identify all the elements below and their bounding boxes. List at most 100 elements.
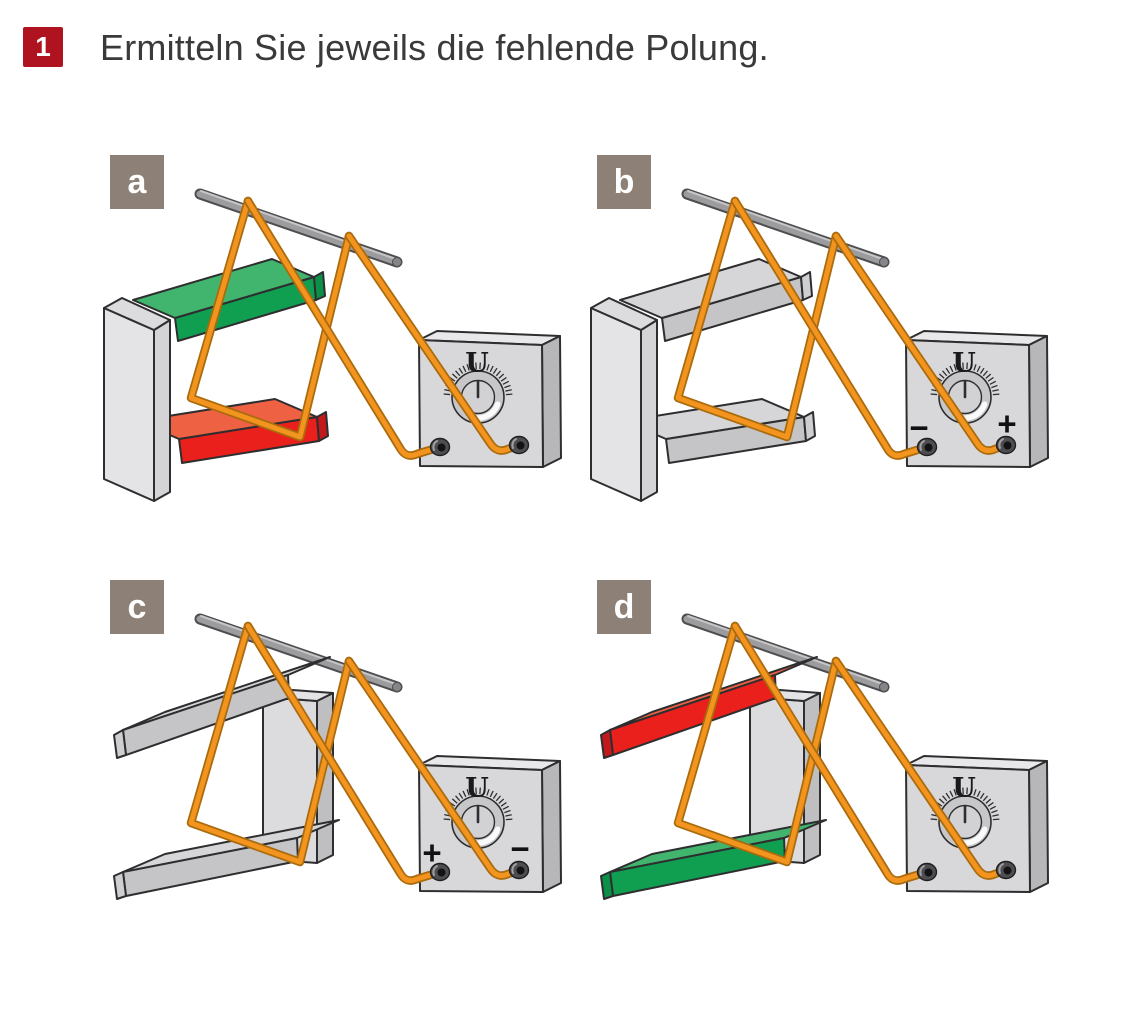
knob-tick: [489, 365, 494, 373]
rod-highlight: [687, 615, 884, 685]
left-terminal-highlight: [919, 865, 925, 876]
knob-tick: [953, 789, 957, 796]
left-terminal-highlight: [432, 440, 438, 451]
left-terminal-hole: [437, 443, 446, 452]
knob-tick: [992, 818, 1000, 821]
circuit-diagram-d: U: [600, 613, 1049, 900]
right-terminal: [995, 435, 1017, 455]
knob-tick: [976, 790, 981, 798]
right-polarity-sign: −: [510, 830, 529, 867]
wire-to-right-terminal: [346, 658, 522, 878]
circuit-diagram-c: U+−: [113, 613, 562, 900]
left-terminal-hole: [924, 868, 933, 877]
knob-tick: [985, 373, 992, 379]
horseshoe-magnet: [590, 258, 816, 502]
magnet-yoke-left-face: [103, 307, 155, 502]
right-terminal: [995, 860, 1017, 880]
knob-tick: [989, 805, 997, 810]
suspension-rod: [194, 613, 403, 693]
knob-tick: [504, 809, 511, 814]
right-terminal-highlight: [511, 863, 517, 874]
knob-tick: [486, 364, 490, 371]
left-terminal: [429, 437, 451, 457]
conductor-swing-wire: [188, 623, 352, 865]
wire-to-left-terminal: [732, 198, 930, 458]
rod-end-cap: [392, 682, 402, 692]
left-terminal-highlight: [919, 440, 925, 451]
knob-tick: [500, 801, 507, 807]
wire-to-left-terminal: [245, 623, 443, 883]
knob-tick: [930, 393, 938, 396]
knob-tick: [495, 370, 502, 377]
magnet-bottom-pole-end: [803, 411, 816, 442]
knob-tick: [505, 389, 512, 392]
suspension-rod: [681, 613, 890, 693]
power-supply: U: [905, 755, 1049, 893]
knob-tick: [976, 365, 981, 373]
rod-end-cap: [392, 257, 402, 267]
knob-tick: [969, 788, 973, 795]
knob-tick: [930, 818, 938, 821]
knob-tick: [504, 384, 511, 389]
power-supply: U+−: [418, 755, 562, 893]
knob-tick: [502, 380, 510, 385]
knob-tick: [498, 798, 505, 804]
circuit-diagram-b: U− +: [590, 188, 1049, 502]
knob-tick: [451, 798, 458, 804]
right-terminal-highlight: [998, 863, 1004, 874]
panel-label-c: c: [110, 580, 164, 634]
knob-tick: [455, 795, 461, 802]
knob-tick: [466, 789, 470, 796]
knob-tick: [945, 367, 951, 374]
conductor-swing-wire: [675, 623, 839, 865]
knob-tick: [945, 792, 951, 799]
knob-tick: [992, 814, 999, 817]
left-terminal-hole: [924, 443, 933, 452]
rod-body: [683, 190, 888, 266]
magnet-bottom-pole-end: [600, 871, 614, 900]
wire-to-right-terminal: [833, 233, 1009, 453]
rod-end-cap: [879, 257, 889, 267]
circuit-diagram-a: U: [103, 188, 562, 502]
knob-tick: [505, 814, 512, 817]
power-supply-side-face: [1028, 760, 1049, 893]
knob-tick: [992, 393, 1000, 396]
knob-tick: [953, 364, 957, 371]
knob-tick: [991, 384, 998, 389]
wire-to-right-terminal: [833, 658, 1009, 878]
knob-tick: [495, 795, 502, 802]
rod-highlight: [200, 615, 397, 685]
knob-tick: [957, 363, 961, 370]
voltage-label: U: [465, 773, 489, 804]
right-terminal-highlight: [511, 438, 517, 449]
magnet-bottom-pole-end: [113, 871, 127, 900]
magnet-bottom-pole-end: [316, 411, 329, 442]
exercise-number-badge: 1: [23, 27, 63, 67]
right-polarity-sign: +: [997, 405, 1016, 442]
knob-tick: [492, 792, 498, 799]
exercise-header: 1 Ermitteln Sie jeweils die fehlende Pol…: [0, 0, 1145, 100]
magnet-top-pole-end: [313, 271, 326, 301]
knob-tick: [482, 363, 486, 370]
knob-scale-ticks: [930, 787, 1000, 821]
knob-tick: [451, 373, 458, 379]
knob-tick: [443, 818, 451, 821]
knob-tick: [462, 790, 467, 798]
left-terminal: [916, 862, 938, 882]
knob-tick: [505, 393, 513, 396]
left-polarity-sign: −: [909, 409, 928, 446]
knob-tick: [443, 393, 451, 396]
panel-label-b: b: [597, 155, 651, 209]
knob-tick: [982, 370, 989, 377]
power-supply-side-face: [1028, 335, 1049, 468]
knob-tick: [482, 788, 486, 795]
right-terminal: [508, 860, 530, 880]
knob-tick: [458, 792, 464, 799]
magnet-yoke-left-face: [590, 307, 642, 502]
wire-to-left-terminal: [245, 198, 443, 458]
wire-to-left-terminal: [732, 623, 930, 883]
magnet-yoke-top-face: [590, 297, 658, 331]
knob-tick: [982, 795, 989, 802]
knob-tick: [987, 801, 994, 807]
voltage-label: U: [952, 348, 976, 379]
